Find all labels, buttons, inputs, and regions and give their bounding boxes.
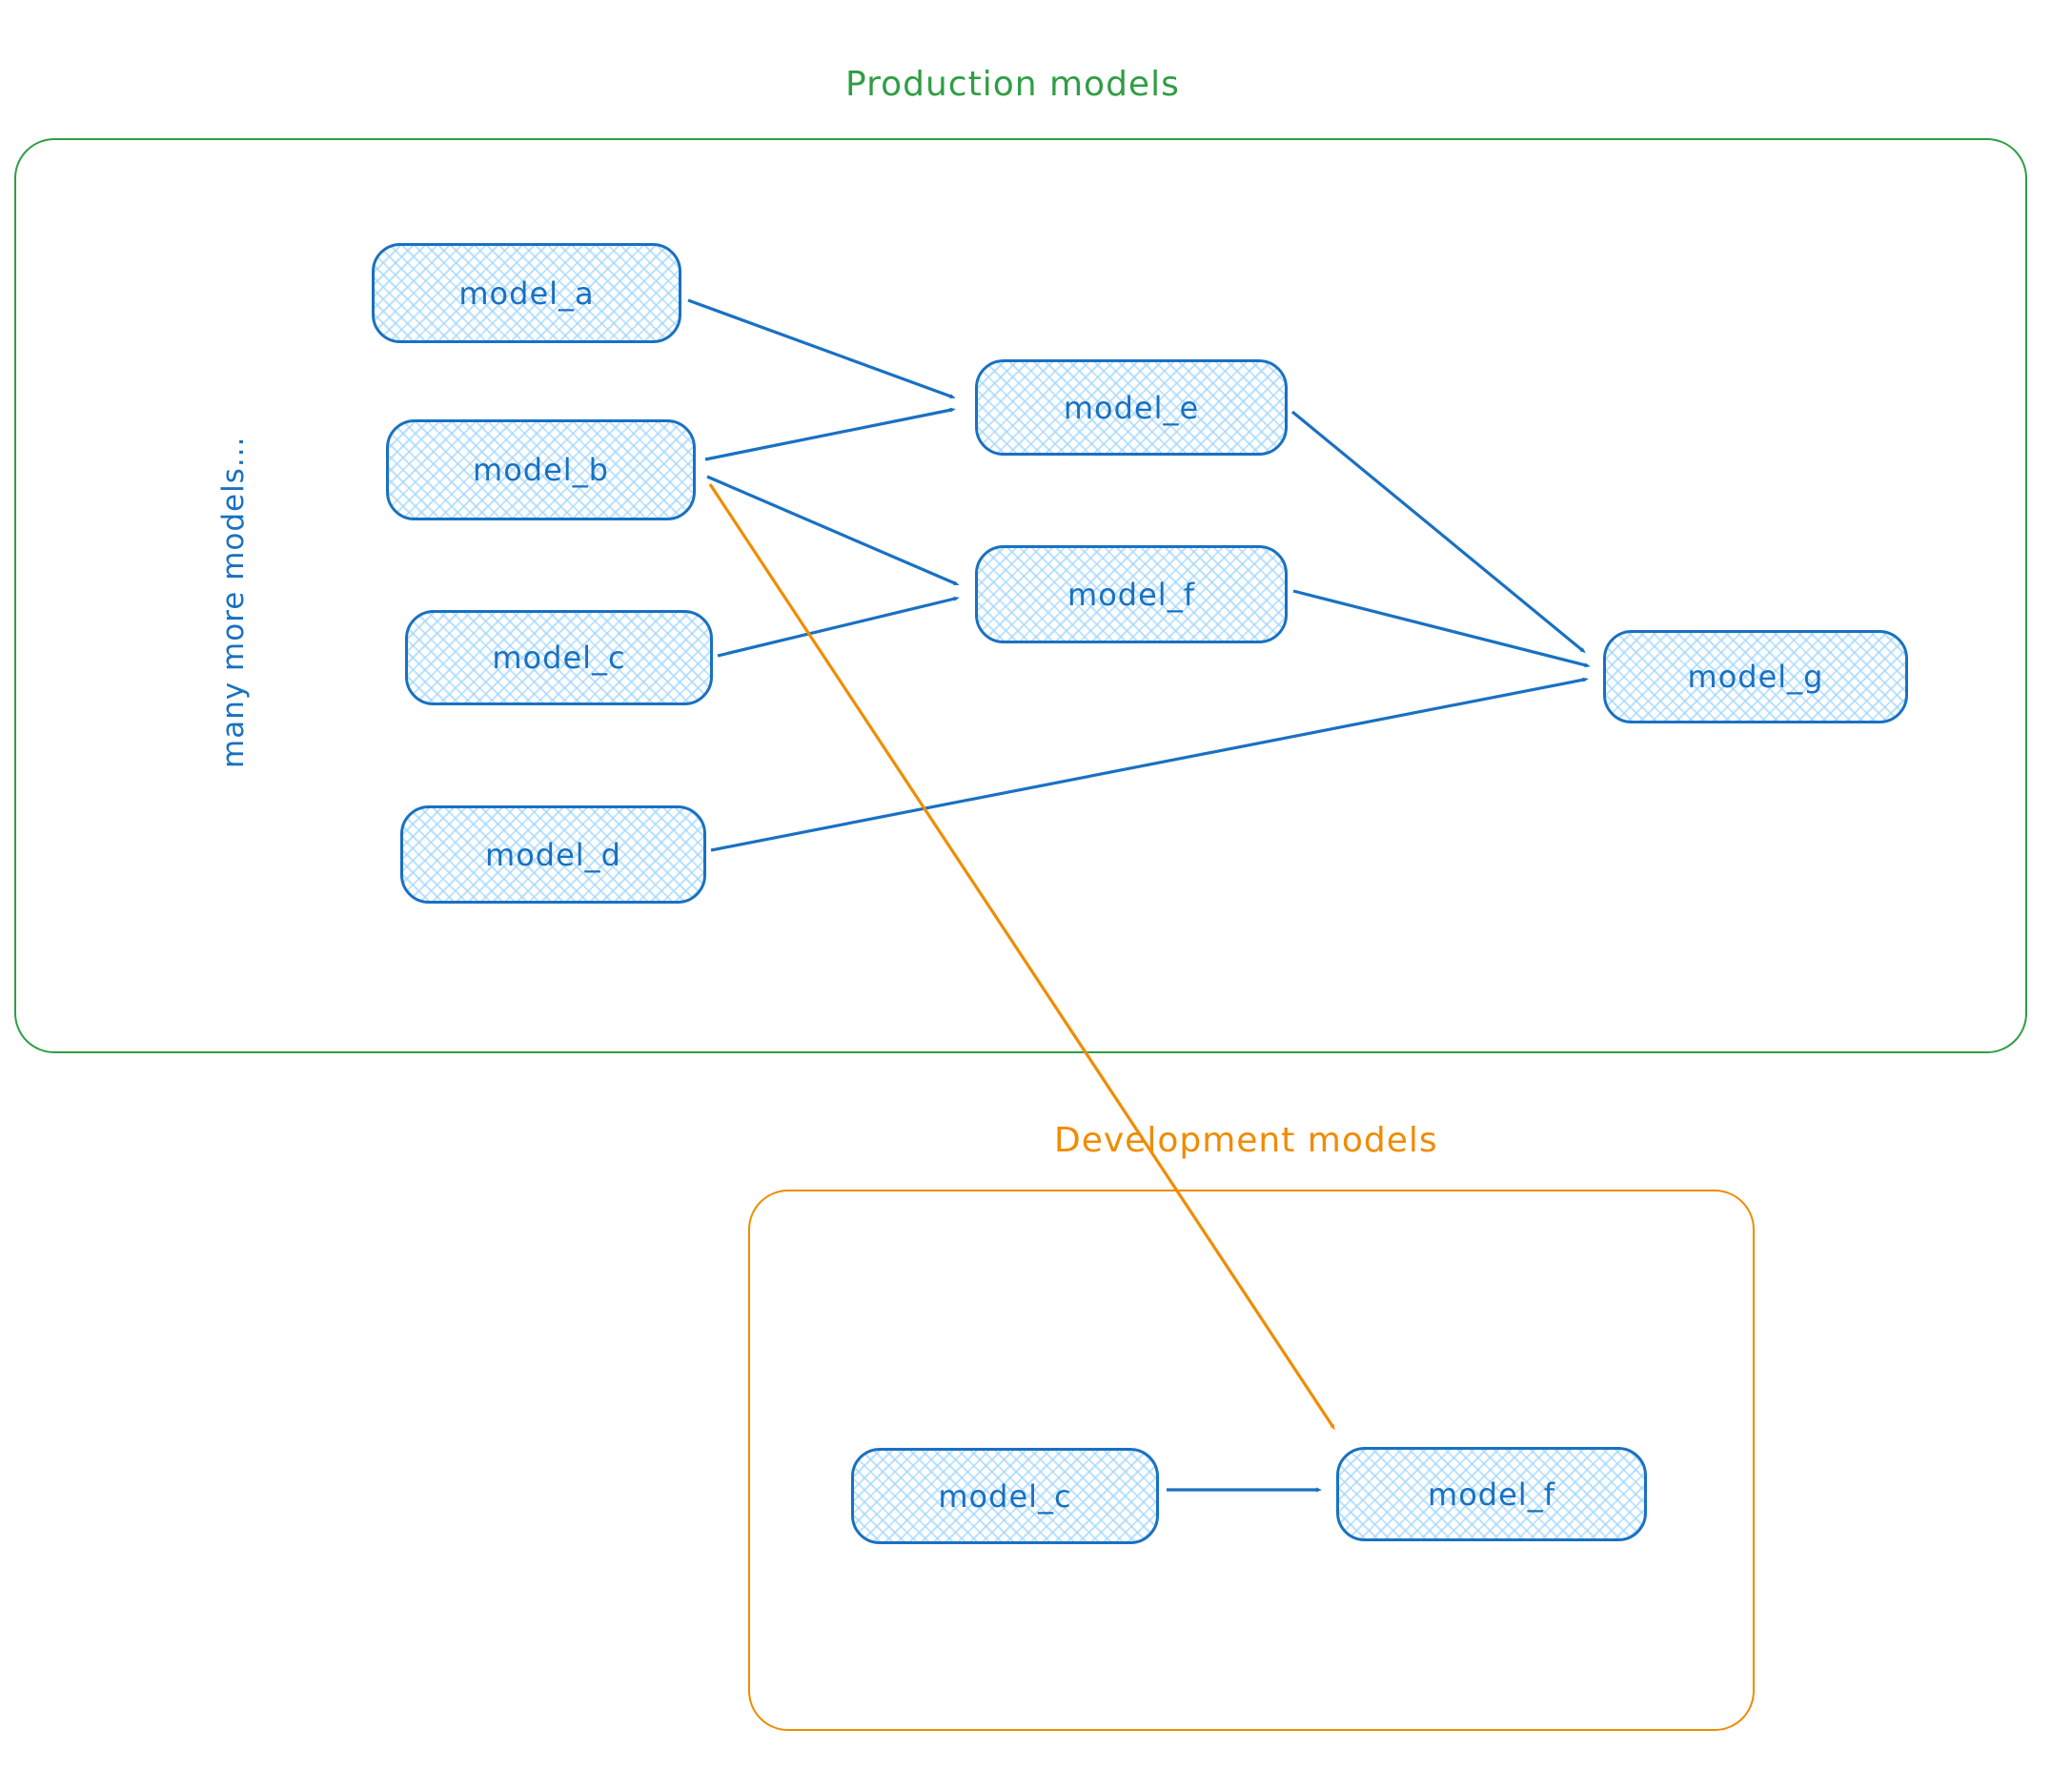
development-frame-title: Development models (1054, 1121, 1438, 1160)
node-model-c-label: model_c (492, 640, 626, 676)
node-dev-model-c: model_c (851, 1448, 1159, 1544)
node-model-e: model_e (975, 359, 1288, 456)
node-model-g: model_g (1603, 630, 1908, 723)
node-model-b: model_b (386, 419, 696, 520)
node-model-f: model_f (975, 545, 1288, 643)
node-model-d: model_d (400, 805, 706, 904)
node-model-g-label: model_g (1687, 659, 1824, 695)
node-dev-model-f-label: model_f (1428, 1476, 1555, 1513)
production-frame-title: Production models (845, 65, 1180, 104)
node-model-f-label: model_f (1067, 576, 1195, 613)
many-more-models-label: many more models... (216, 436, 251, 768)
node-model-e-label: model_e (1063, 389, 1200, 426)
node-model-c: model_c (405, 610, 713, 705)
node-model-a: model_a (372, 243, 681, 343)
node-model-a-label: model_a (458, 275, 595, 312)
node-dev-model-c-label: model_c (938, 1477, 1072, 1515)
node-model-d-label: model_d (485, 836, 621, 873)
node-dev-model-f: model_f (1336, 1447, 1647, 1541)
node-model-b-label: model_b (473, 452, 609, 488)
